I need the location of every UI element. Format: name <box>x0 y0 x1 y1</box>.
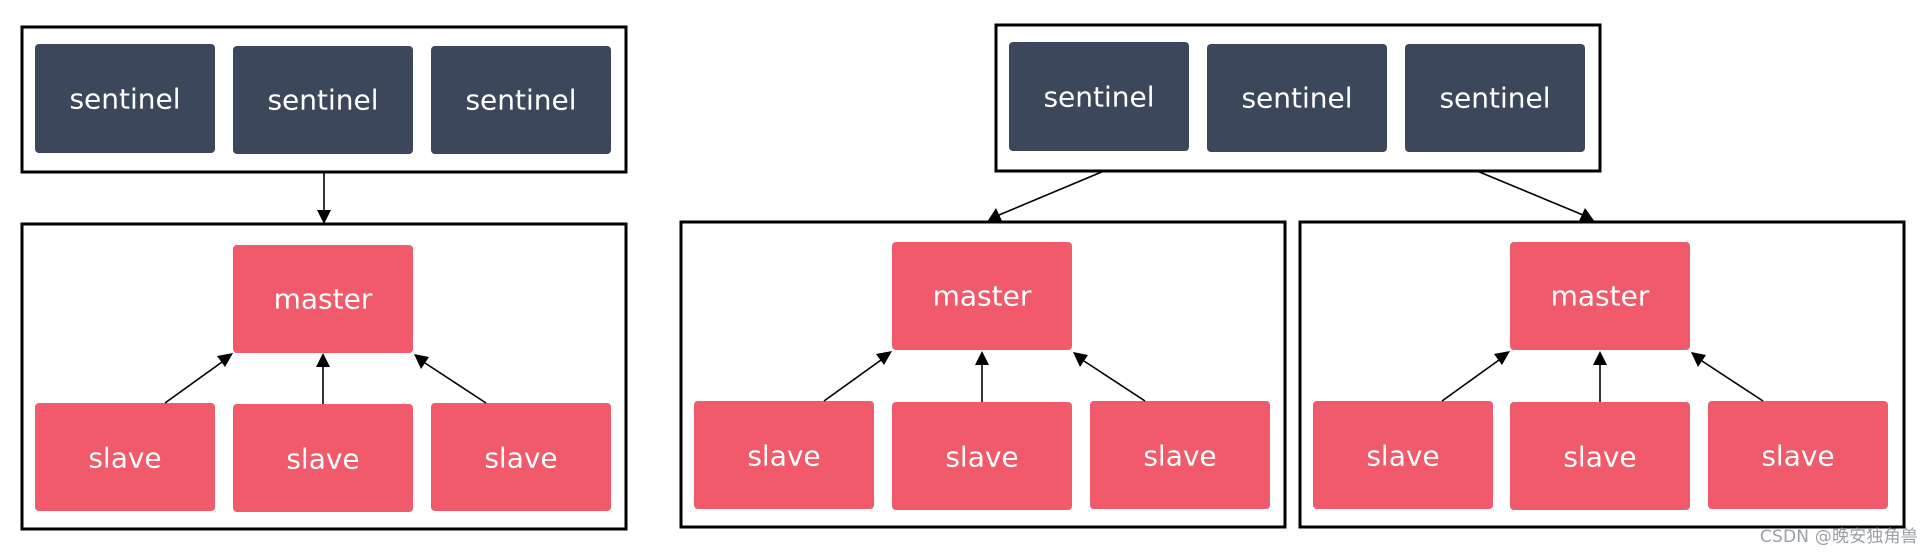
master-node: master <box>892 242 1072 350</box>
right-diagram: sentinel sentinel sentinel master slave <box>679 23 1906 529</box>
slave-label: slave <box>1366 440 1439 473</box>
slave-label: slave <box>945 441 1018 474</box>
master-label: master <box>933 280 1032 313</box>
left-replica-group: master slave slave slave <box>20 222 628 531</box>
sentinel-to-group-arrow <box>987 170 1105 222</box>
slave-node: slave <box>892 402 1072 510</box>
slave-label: slave <box>286 443 359 476</box>
sentinel-to-group-arrow <box>1476 170 1595 222</box>
slave-node: slave <box>431 403 611 511</box>
middle-replica-group: master slave slave slave <box>679 220 1287 529</box>
sentinel-node: sentinel <box>1009 42 1189 151</box>
sentinel-label: sentinel <box>267 84 378 117</box>
replication-arrow <box>1073 352 1146 402</box>
master-label: master <box>1551 280 1650 313</box>
sentinel-node: sentinel <box>431 46 611 154</box>
sentinel-node: sentinel <box>233 46 413 154</box>
slave-label: slave <box>1761 440 1834 473</box>
replication-arrow <box>1593 351 1607 402</box>
sentinel-label: sentinel <box>1439 82 1550 115</box>
sentinel-node: sentinel <box>1207 44 1387 152</box>
sentinel-label: sentinel <box>1241 82 1352 115</box>
slave-node: slave <box>1510 402 1690 510</box>
slave-label: slave <box>484 442 557 475</box>
master-node: master <box>1510 242 1690 350</box>
slave-node: slave <box>1313 401 1493 509</box>
far-right-replica-group: master slave slave slave <box>1298 220 1906 529</box>
sentinel-label: sentinel <box>69 83 180 116</box>
master-label: master <box>274 283 373 316</box>
master-node: master <box>233 245 413 353</box>
slave-node: slave <box>1708 401 1888 509</box>
replication-arrow <box>164 353 233 404</box>
sentinel-node: sentinel <box>1405 44 1585 152</box>
left-sentinel-group: sentinel sentinel sentinel <box>20 25 628 174</box>
slave-label: slave <box>1563 441 1636 474</box>
sentinel-label: sentinel <box>1043 81 1154 114</box>
sentinel-label: sentinel <box>465 84 576 117</box>
slave-node: slave <box>694 401 874 509</box>
left-diagram: sentinel sentinel sentinel master slave <box>20 25 628 531</box>
slave-label: slave <box>1143 440 1216 473</box>
replication-arrow <box>1691 352 1764 402</box>
replication-arrow <box>1441 351 1510 402</box>
watermark-text: CSDN @晚安独角兽 <box>1759 527 1918 547</box>
right-sentinel-group: sentinel sentinel sentinel <box>994 23 1602 173</box>
slave-label: slave <box>747 440 820 473</box>
sentinel-node: sentinel <box>35 44 215 153</box>
slave-label: slave <box>88 442 161 475</box>
slave-node: slave <box>1090 401 1270 509</box>
replication-arrow <box>823 351 892 402</box>
slave-node: slave <box>35 403 215 511</box>
replication-arrow <box>414 354 487 404</box>
slave-node: slave <box>233 404 413 512</box>
replication-arrow <box>316 353 330 404</box>
sentinel-to-group-arrow <box>317 172 331 224</box>
replication-arrow <box>975 351 989 402</box>
